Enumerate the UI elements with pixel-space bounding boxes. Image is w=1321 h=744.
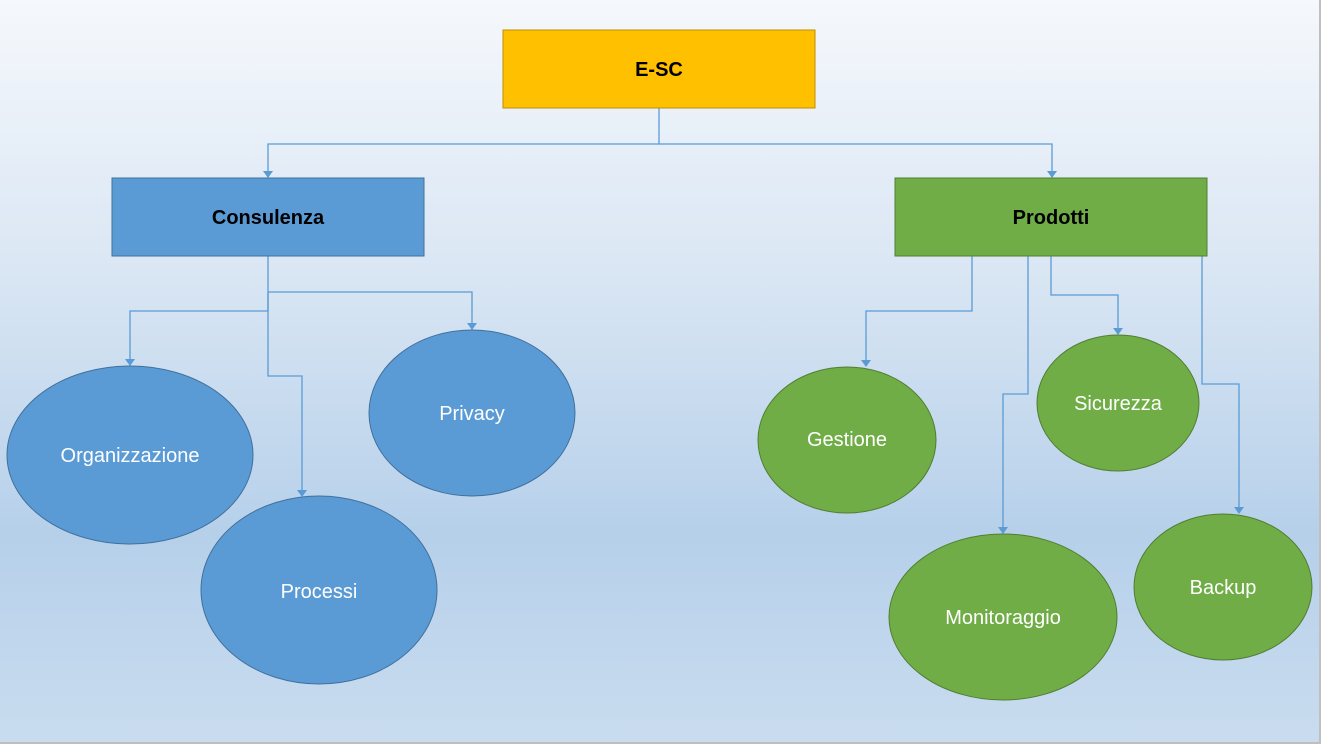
arrowhead-sicurezza bbox=[1113, 328, 1123, 335]
node-privacy-label: Privacy bbox=[439, 403, 505, 425]
node-consulenza[interactable]: Consulenza bbox=[111, 177, 425, 257]
connector-prodotti-monitoraggio bbox=[1002, 256, 1029, 528]
node-monitoraggio[interactable]: Monitoraggio bbox=[888, 533, 1118, 701]
node-sicurezza-label: Sicurezza bbox=[1074, 393, 1163, 415]
arrowhead-gestione bbox=[861, 360, 871, 367]
connector-prodotti-gestione bbox=[865, 256, 973, 361]
node-organizzazione-label: Organizzazione bbox=[61, 445, 200, 467]
arrowhead-organizzazione bbox=[125, 359, 135, 366]
connector-prodotti-backup bbox=[1201, 256, 1240, 508]
node-gestione[interactable]: Gestione bbox=[757, 366, 937, 514]
arrowhead-monitoraggio bbox=[998, 527, 1008, 534]
connector-consulenza-processi bbox=[267, 292, 303, 491]
node-processi-shape bbox=[200, 495, 438, 685]
node-esc-box bbox=[502, 29, 816, 109]
node-prodotti-box bbox=[894, 177, 1208, 257]
node-sicurezza[interactable]: Sicurezza bbox=[1036, 334, 1200, 472]
node-sicurezza-shape bbox=[1036, 334, 1200, 472]
node-backup-label: Backup bbox=[1190, 577, 1257, 599]
connector-esc-prodotti bbox=[659, 143, 1053, 172]
node-processi[interactable]: Processi bbox=[200, 495, 438, 685]
arrowhead-processi bbox=[297, 490, 307, 497]
connectors bbox=[125, 108, 1244, 534]
connector-consulenza-privacy bbox=[268, 291, 473, 324]
arrowhead-prodotti bbox=[1047, 171, 1057, 178]
node-consulenza-box bbox=[111, 177, 425, 257]
node-organizzazione[interactable]: Organizzazione bbox=[6, 365, 254, 545]
arrowhead-backup bbox=[1234, 507, 1244, 514]
connector-esc-consulenza bbox=[267, 108, 660, 172]
node-consulenza-label: Consulenza bbox=[212, 207, 325, 229]
node-privacy-shape bbox=[368, 329, 576, 497]
node-esc[interactable]: E-SC bbox=[502, 29, 816, 109]
connector-consulenza-organizzazione bbox=[129, 256, 269, 360]
node-backup[interactable]: Backup bbox=[1133, 513, 1313, 661]
node-monitoraggio-shape bbox=[888, 533, 1118, 701]
node-organizzazione-shape bbox=[6, 365, 254, 545]
arrowhead-privacy bbox=[467, 323, 477, 330]
arrowhead-consulenza bbox=[263, 171, 273, 178]
node-esc-label: E-SC bbox=[635, 59, 683, 81]
node-gestione-shape bbox=[757, 366, 937, 514]
node-prodotti[interactable]: Prodotti bbox=[894, 177, 1208, 257]
node-monitoraggio-label: Monitoraggio bbox=[945, 607, 1061, 629]
connector-prodotti-sicurezza bbox=[1050, 256, 1119, 329]
node-gestione-label: Gestione bbox=[807, 429, 887, 451]
node-backup-shape bbox=[1133, 513, 1313, 661]
node-processi-label: Processi bbox=[281, 581, 358, 603]
node-prodotti-label: Prodotti bbox=[1013, 207, 1090, 229]
node-privacy[interactable]: Privacy bbox=[368, 329, 576, 497]
